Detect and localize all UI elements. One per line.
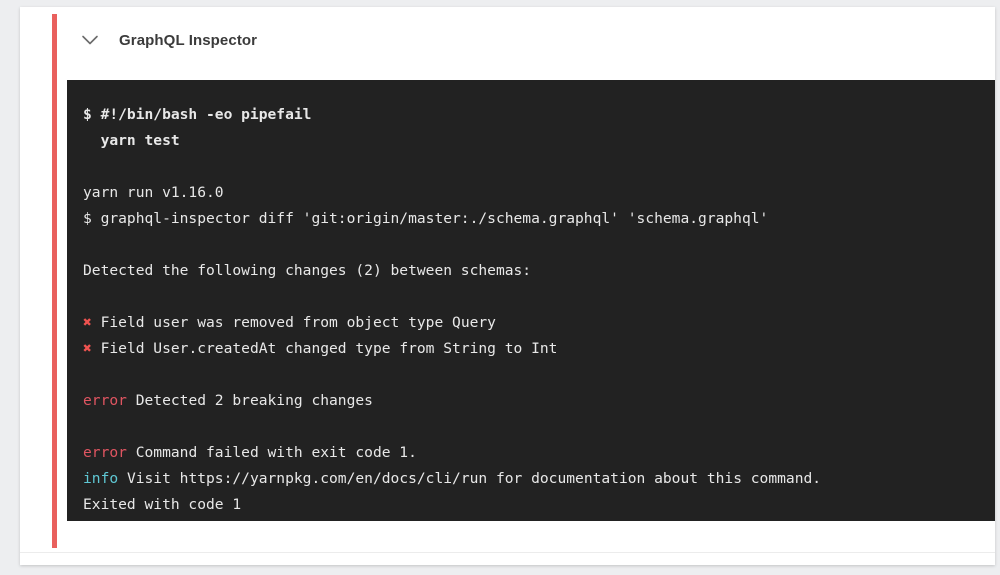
error-label: error: [83, 392, 127, 409]
terminal-line-text: Field User.createdAt changed type from S…: [91, 340, 558, 357]
terminal-line: yarn test: [83, 132, 180, 149]
terminal-error-line: error Detected 2 breaking changes: [83, 388, 995, 414]
terminal-line-text: Visit https://yarnpkg.com/en/docs/cli/ru…: [118, 470, 822, 487]
info-label: info: [83, 470, 119, 487]
build-step-card: GraphQL Inspector $ #!/bin/bash -eo pipe…: [20, 7, 995, 565]
terminal-output[interactable]: $ #!/bin/bash -eo pipefail yarn test yar…: [67, 80, 995, 521]
chevron-down-icon[interactable]: [78, 28, 102, 52]
breaking-change-x-icon: ✖: [83, 314, 92, 331]
terminal-line-text: Field user was removed from object type …: [91, 314, 496, 331]
error-label: error: [83, 444, 127, 461]
terminal-line-blank: [83, 414, 995, 440]
terminal-line: $ graphql-inspector diff 'git:origin/mas…: [83, 210, 769, 227]
build-status-bar: [52, 14, 57, 548]
card-divider: [20, 552, 995, 553]
breaking-change-x-icon: ✖: [83, 340, 92, 357]
page-title: GraphQL Inspector: [119, 31, 258, 49]
terminal-error-line: error Command failed with exit code 1.: [83, 440, 995, 466]
terminal-line: yarn run v1.16.0: [83, 184, 224, 201]
terminal-line-blank: [83, 362, 995, 388]
terminal-line-text: Detected 2 breaking changes: [126, 392, 373, 409]
terminal-change-line: ✖ Field user was removed from object typ…: [83, 310, 995, 336]
terminal-line-blank: [83, 232, 995, 258]
terminal-line-blank: [83, 154, 995, 180]
terminal-line: Detected the following changes (2) betwe…: [83, 262, 532, 279]
build-step-header[interactable]: GraphQL Inspector: [32, 7, 995, 73]
terminal-line-blank: [83, 284, 995, 310]
terminal-line: $ #!/bin/bash -eo pipefail: [83, 106, 312, 123]
terminal-change-line: ✖ Field User.createdAt changed type from…: [83, 336, 995, 362]
terminal-line: Exited with code 1: [83, 496, 242, 513]
terminal-info-line: info Visit https://yarnpkg.com/en/docs/c…: [83, 466, 995, 492]
card-footer: [20, 553, 995, 565]
terminal-line-text: Command failed with exit code 1.: [126, 444, 417, 461]
